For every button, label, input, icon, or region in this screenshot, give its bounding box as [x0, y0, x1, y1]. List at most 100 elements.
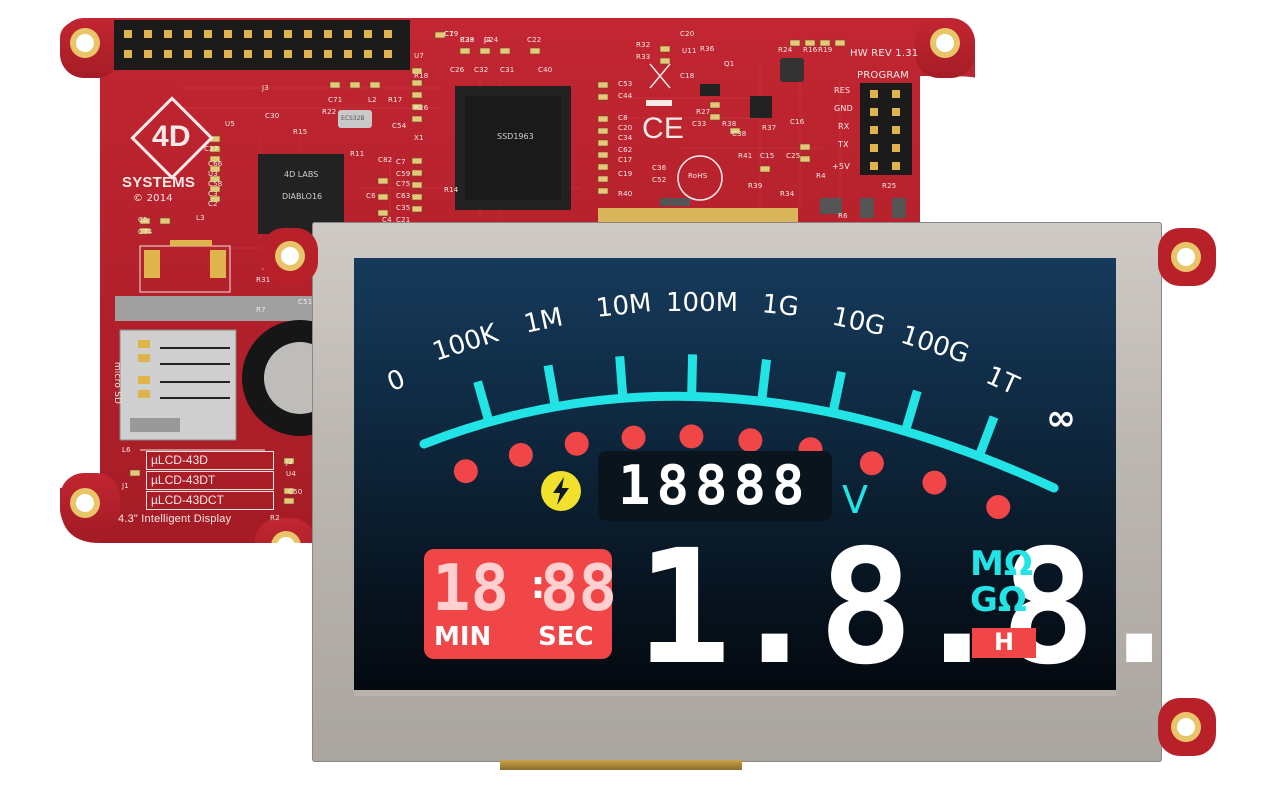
program-label: PROGRAM — [857, 70, 910, 81]
model-label-43dt: µLCD-43DT — [146, 471, 274, 490]
component-label: C24 — [484, 36, 499, 44]
component-label: R34 — [780, 190, 795, 198]
component-label: R15 — [293, 128, 308, 136]
component-label: L2 — [368, 96, 377, 104]
component-label: C7 — [396, 158, 406, 166]
main-reading: 1.8.8.8 — [636, 516, 1278, 700]
component-label: R6 — [838, 212, 848, 220]
hold-label: H — [994, 628, 1015, 656]
component-label: C6 — [366, 192, 376, 200]
component-label: R16 — [803, 46, 818, 54]
component-label: U7 — [414, 52, 424, 60]
component-label: R39 — [748, 182, 763, 190]
component-label: C59 — [396, 170, 411, 178]
component-label: C25 — [786, 152, 801, 160]
component-label: R11 — [350, 150, 365, 158]
component-label: C20 — [680, 30, 695, 38]
component-label: C5 — [138, 216, 148, 224]
component-label: C53 — [618, 80, 633, 88]
component-label: C16 — [790, 118, 805, 126]
4d-logo-icon — [130, 96, 214, 180]
component-label: R26 — [414, 104, 429, 112]
component-label: C79 — [444, 30, 459, 38]
component-label: C52 — [652, 176, 667, 184]
component-label: C40 — [538, 66, 553, 74]
component-label: R37 — [762, 124, 777, 132]
processor-name: DIABLO16 — [282, 192, 323, 201]
component-label: C82 — [378, 156, 393, 164]
timer-seconds: 88 — [540, 552, 618, 626]
gauge-tick — [687, 354, 698, 397]
component-label: C50 — [288, 488, 303, 496]
component-label: C66 — [208, 160, 223, 168]
component-label: C51 — [298, 298, 313, 306]
gauge-marker-dot — [679, 424, 704, 449]
microsd-label: micro SD — [112, 361, 123, 405]
gauge-tick — [543, 364, 560, 408]
component-label: C8 — [618, 114, 628, 122]
gauge-tick — [615, 356, 628, 399]
timer-colon: : — [526, 562, 551, 608]
gauge-tick — [757, 359, 771, 402]
gauge-marker-dot — [621, 425, 646, 450]
component-label: C17 — [618, 156, 633, 164]
voltage-display-panel — [598, 451, 832, 521]
gauge-tick — [901, 389, 922, 433]
controller-chip: SSD1963 — [497, 132, 534, 141]
component-label: J3 — [262, 84, 269, 92]
component-label: R19 — [818, 46, 833, 54]
copyright: © 2014 — [133, 193, 173, 204]
hold-badge — [972, 628, 1036, 658]
component-label: C75 — [396, 180, 411, 188]
component-label: C3 — [208, 190, 218, 198]
component-label: R28 — [460, 36, 475, 44]
display-left-tab — [262, 228, 318, 284]
crystal-label: ECS32B — [341, 115, 365, 122]
component-label: C30 — [265, 112, 280, 120]
component-label: C34 — [618, 134, 633, 142]
unit-gigaohm: GΩ — [970, 580, 1027, 620]
component-label: U5 — [225, 120, 235, 128]
rohs-mark: RoHS — [688, 172, 708, 180]
hw-revision: HW REV 1.31 — [850, 48, 919, 59]
processor-brand: 4D LABS — [284, 170, 319, 179]
brand-4d-logo: 4D — [152, 120, 191, 153]
unit-megaohm: MΩ — [970, 544, 1033, 584]
component-label: R31 — [256, 276, 271, 284]
timer-minutes: 18 — [432, 552, 510, 626]
component-label: R4 — [816, 172, 826, 180]
timer-min-label: MIN — [434, 622, 492, 652]
gauge-marker-dot — [508, 442, 533, 467]
component-label: X1 — [414, 134, 424, 142]
component-label: C19 — [618, 170, 633, 178]
scale-label-1g: 1G — [760, 289, 801, 323]
ce-mark: CE — [642, 112, 685, 145]
flex-connector — [500, 760, 742, 770]
component-label: R14 — [444, 186, 459, 194]
component-label: R38 — [722, 120, 737, 128]
component-label: R33 — [636, 53, 651, 61]
component-label: R24 — [778, 46, 793, 54]
gauge-marker-dot — [922, 470, 947, 495]
mounting-hole-icon — [70, 28, 960, 543]
scale-label-100m: 100M — [666, 288, 739, 318]
gauge-tick — [974, 415, 999, 458]
component-label: R18 — [414, 72, 429, 80]
component-label: C58 — [208, 180, 223, 188]
lightning-bolt-icon — [541, 471, 581, 511]
voltage-digits: 18888 — [618, 454, 811, 517]
component-label: J2 — [286, 458, 293, 466]
component-label: C15 — [760, 152, 775, 160]
component-label: R41 — [738, 152, 753, 160]
component-label: L3 — [196, 214, 205, 222]
timer-panel — [424, 549, 612, 659]
component-label: C1 — [444, 30, 454, 38]
component-label: J1 — [122, 482, 129, 490]
component-label: Q1 — [724, 60, 735, 68]
gauge-marker-dot — [453, 459, 478, 484]
component-label: C21 — [396, 216, 411, 224]
component-label: C26 — [450, 66, 465, 74]
component-label: R22 — [322, 108, 337, 116]
component-label: C74 — [138, 228, 153, 236]
component-label: J4 — [484, 36, 491, 44]
